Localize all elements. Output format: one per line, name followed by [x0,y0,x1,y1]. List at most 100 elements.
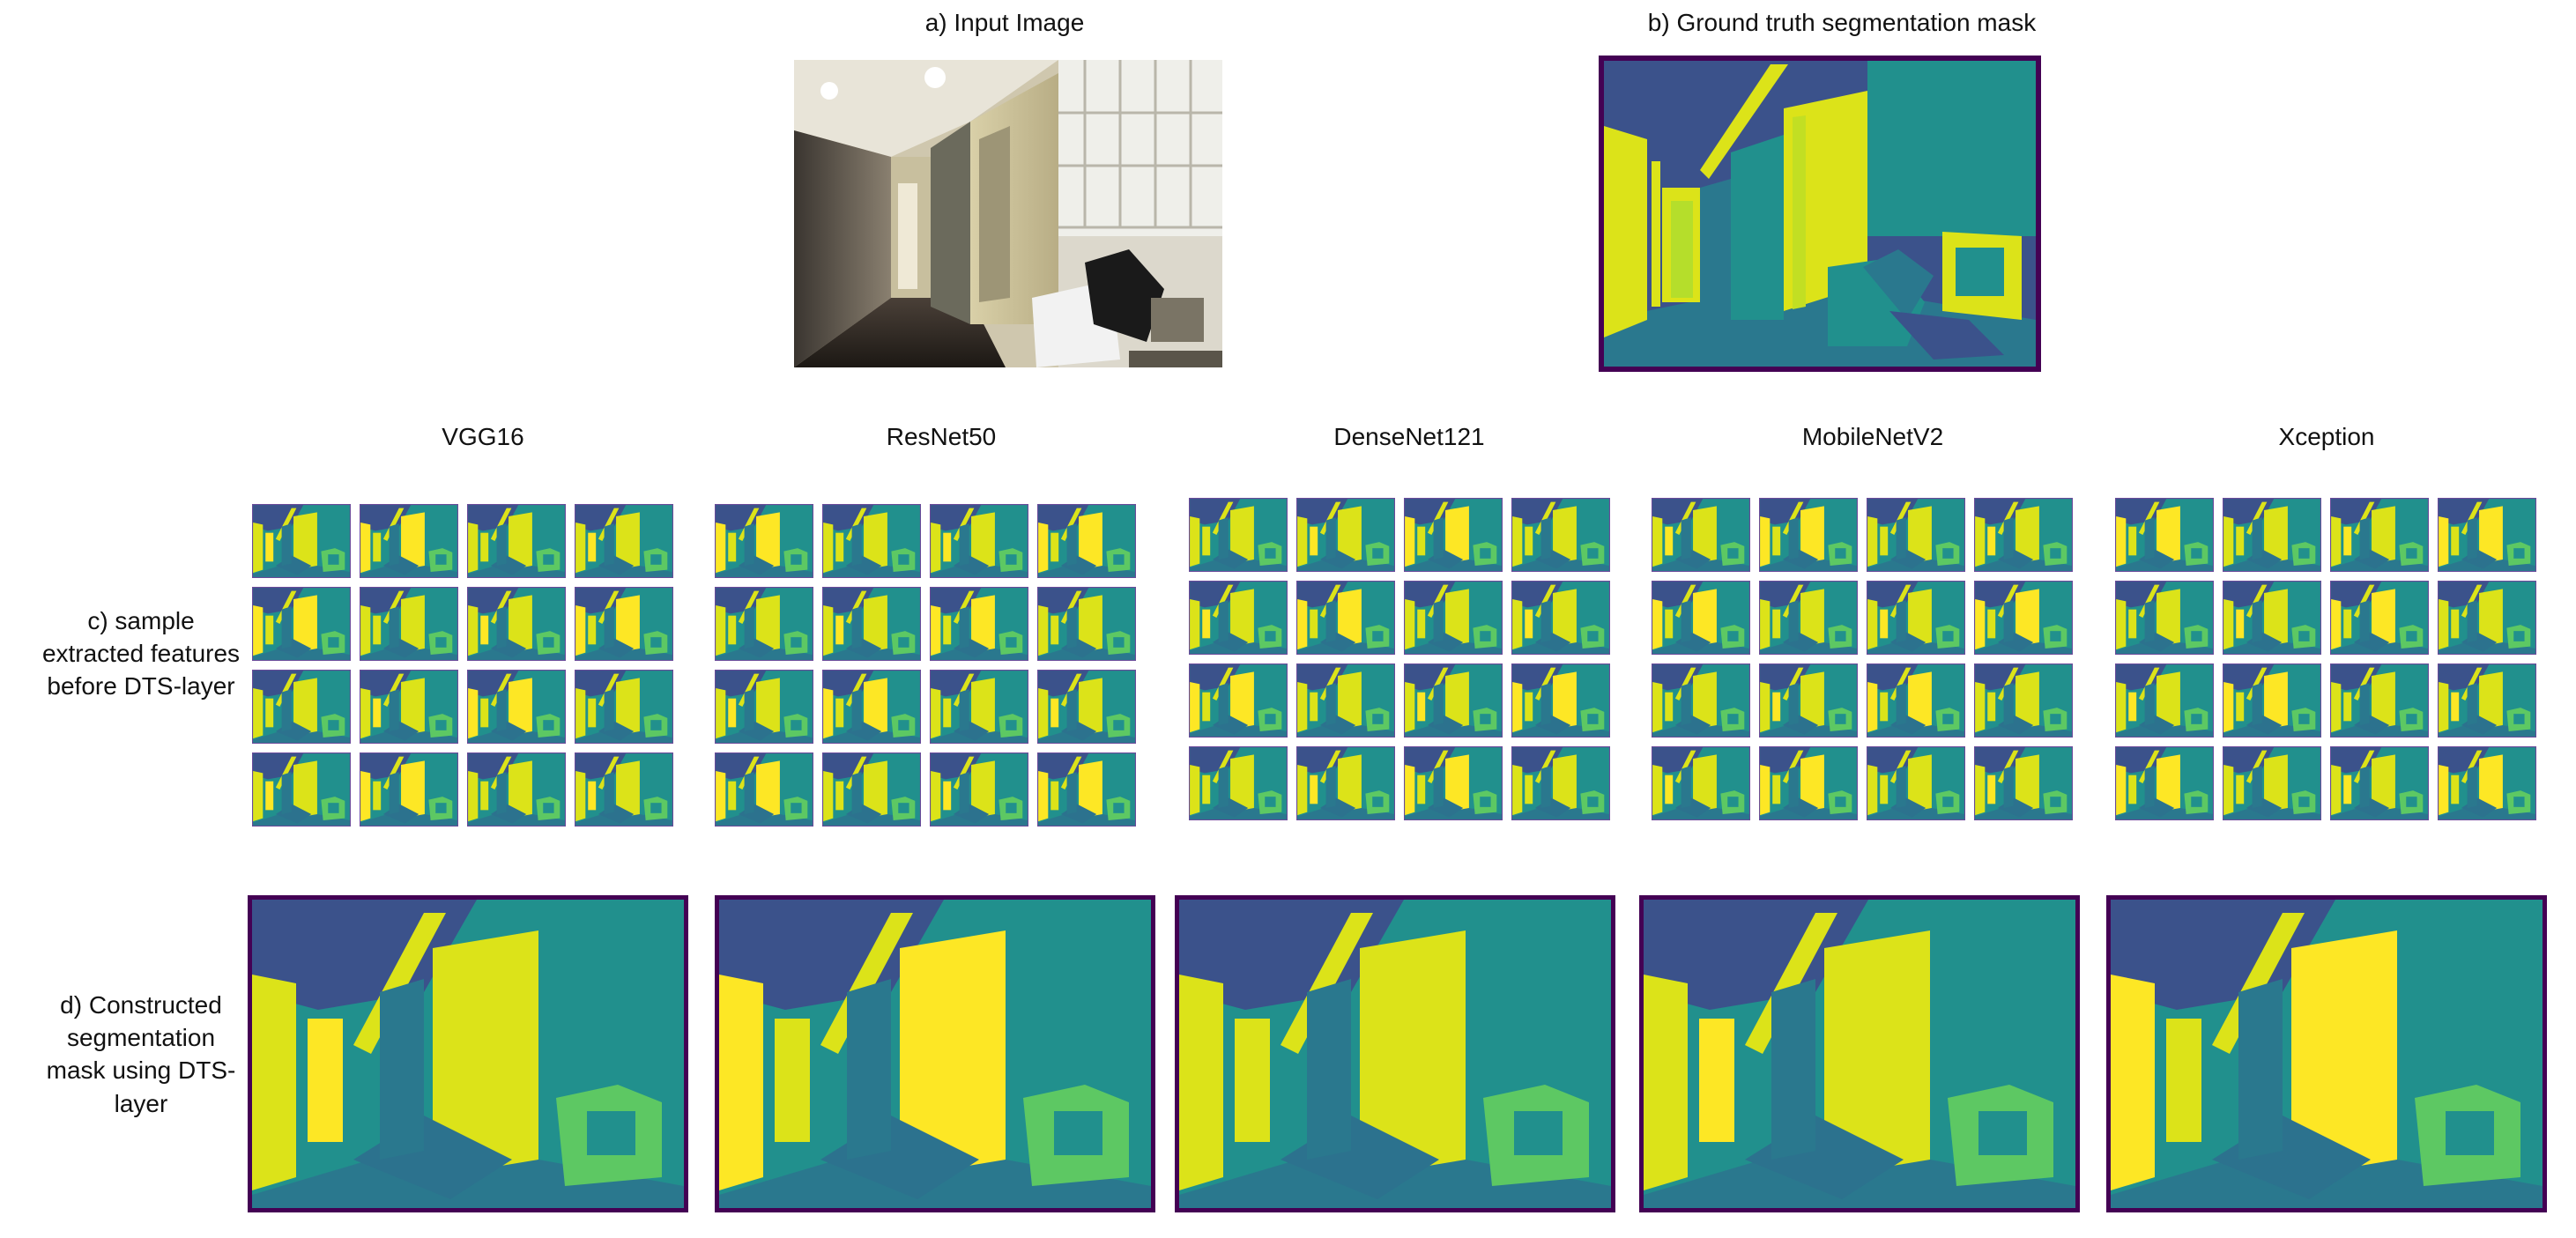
segmentation-mask-vgg16 [248,895,688,1212]
feature-map-thumbnail [2115,746,2214,825]
feature-map-thumbnail [930,752,1028,831]
feature-map-thumbnail [2438,746,2536,825]
feature-map-thumbnail [575,670,673,748]
segmentation-mask-mobilenetv2 [1639,895,2080,1212]
feature-map-thumbnail [822,670,921,748]
feature-map-thumbnail [715,670,813,748]
feature-map-thumbnail [1974,663,2073,742]
feature-map-thumbnail [575,752,673,831]
feature-map-thumbnail [2330,498,2429,576]
model-label-mobilenetv2: MobileNetV2 [1801,423,1944,450]
feature-map-thumbnail [467,504,566,582]
feature-map-thumbnail [575,587,673,665]
feature-map-thumbnail [1037,670,1136,748]
feature-map-thumbnail [467,670,566,748]
feature-map-thumbnail [360,587,458,665]
model-label-xception: Xception [2278,423,2375,450]
ground-truth-label: b) Ground truth segmentation mask [1647,9,2037,36]
feature-grid-resnet50 [715,504,1138,827]
feature-map-thumbnail [2223,746,2321,825]
feature-grid-mobilenetv2 [1652,498,2075,820]
feature-map-thumbnail [1759,746,1858,825]
feature-map-thumbnail [1652,498,1750,576]
feature-map-thumbnail [822,587,921,665]
feature-map-thumbnail [2115,498,2214,576]
feature-grid-xception [2115,498,2538,820]
feature-map-thumbnail [1974,746,2073,825]
model-label-resnet50: ResNet50 [886,423,997,450]
feature-map-thumbnail [822,504,921,582]
feature-map-thumbnail [1867,498,1965,576]
feature-map-thumbnail [575,504,673,582]
feature-map-thumbnail [930,670,1028,748]
model-label-densenet121: DenseNet121 [1333,423,1485,450]
feature-map-thumbnail [2330,746,2429,825]
feature-map-thumbnail [715,752,813,831]
feature-map-thumbnail [1296,663,1395,742]
feature-map-thumbnail [1652,746,1750,825]
feature-map-thumbnail [1652,581,1750,659]
feature-map-thumbnail [1867,581,1965,659]
feature-map-thumbnail [252,670,351,748]
feature-map-thumbnail [1404,663,1503,742]
feature-map-thumbnail [467,587,566,665]
feature-map-thumbnail [2438,663,2536,742]
feature-map-thumbnail [822,752,921,831]
segmentation-mask-resnet50 [715,895,1155,1212]
input-image-label: a) Input Image [924,9,1085,36]
feature-map-thumbnail [1037,752,1136,831]
feature-grid-vgg16 [252,504,675,827]
feature-map-thumbnail [2330,663,2429,742]
feature-map-thumbnail [252,752,351,831]
feature-map-thumbnail [1511,746,1610,825]
feature-map-thumbnail [1189,498,1288,576]
feature-map-thumbnail [1759,498,1858,576]
feature-map-thumbnail [252,587,351,665]
feature-map-thumbnail [930,504,1028,582]
feature-map-thumbnail [1867,746,1965,825]
feature-map-thumbnail [360,504,458,582]
feature-map-thumbnail [360,752,458,831]
feature-map-thumbnail [930,587,1028,665]
feature-map-thumbnail [1867,663,1965,742]
feature-map-thumbnail [1189,663,1288,742]
features-row-label: c) sample extracted features before DTS-… [41,607,241,701]
feature-map-thumbnail [360,670,458,748]
feature-map-thumbnail [1296,498,1395,576]
feature-map-thumbnail [1652,663,1750,742]
feature-map-thumbnail [467,752,566,831]
input-image [794,60,1222,367]
feature-map-thumbnail [1759,663,1858,742]
feature-map-thumbnail [2115,581,2214,659]
feature-map-thumbnail [715,504,813,582]
feature-map-thumbnail [252,504,351,582]
feature-map-thumbnail [1037,504,1136,582]
feature-map-thumbnail [1296,746,1395,825]
feature-map-thumbnail [1511,498,1610,576]
segmentation-mask-densenet121 [1175,895,1615,1212]
model-label-vgg16: VGG16 [442,423,524,450]
feature-map-thumbnail [1511,663,1610,742]
feature-map-thumbnail [2223,498,2321,576]
feature-map-thumbnail [2438,498,2536,576]
feature-map-thumbnail [1759,581,1858,659]
segmentation-mask-xception [2106,895,2547,1212]
feature-map-thumbnail [2115,663,2214,742]
feature-map-thumbnail [1037,587,1136,665]
feature-map-thumbnail [1404,498,1503,576]
feature-map-thumbnail [1189,581,1288,659]
feature-map-thumbnail [1511,581,1610,659]
feature-grid-densenet121 [1189,498,1612,820]
feature-map-thumbnail [1404,581,1503,659]
feature-map-thumbnail [2223,581,2321,659]
feature-map-thumbnail [1974,581,2073,659]
feature-map-thumbnail [715,587,813,665]
feature-map-thumbnail [2438,581,2536,659]
feature-map-thumbnail [2223,663,2321,742]
feature-map-thumbnail [2330,581,2429,659]
ground-truth-mask [1599,56,2041,372]
feature-map-thumbnail [1296,581,1395,659]
feature-map-thumbnail [1404,746,1503,825]
feature-map-thumbnail [1974,498,2073,576]
